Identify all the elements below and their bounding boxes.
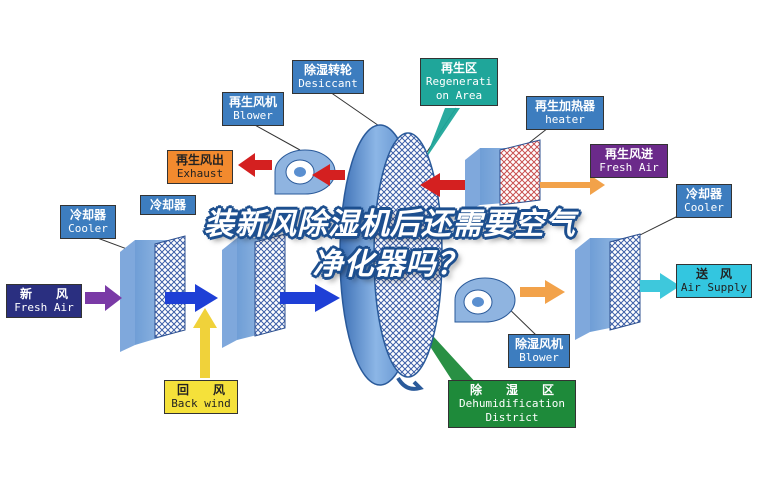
label-regen-area: 再生区 Regenerati on Area <box>420 58 498 106</box>
desiccant-wheel <box>339 124 443 391</box>
label-cooler-left: 冷却器 Cooler <box>60 205 116 239</box>
left-cooler <box>120 235 186 352</box>
label-fresh-air: 新 风 Fresh Air <box>6 284 82 318</box>
label-regen-heater: 再生加热器 heater <box>526 96 604 130</box>
label-regen-blower: 再生风机 Blower <box>222 92 284 126</box>
arrow-back-wind <box>193 308 217 378</box>
label-exhaust: 再生风出 Exhaust <box>167 150 233 184</box>
arrow-blue-2 <box>280 284 340 312</box>
label-back-wind: 回 风 Back wind <box>164 380 238 414</box>
label-cooler-right: 冷却器 Cooler <box>676 184 732 218</box>
label-regen-fresh-air: 再生风进 Fresh Air <box>590 144 668 178</box>
arrow-red-wheel-to-blower <box>312 164 345 186</box>
label-cooler-mid: 冷却器 <box>140 195 196 215</box>
overlay-headline-line1: 装新风除湿机后还需要空气 <box>204 207 576 242</box>
arrow-exhaust <box>238 153 272 177</box>
regen-heater <box>465 139 541 212</box>
arrow-orange-regen-in <box>540 175 605 195</box>
label-dehum-blower: 除湿风机 Blower <box>508 334 570 368</box>
label-air-supply: 送 风 Air Supply <box>676 264 752 298</box>
label-dehum-district: 除 湿 区 Dehumidification District <box>448 380 576 428</box>
arrow-fresh-in <box>85 285 122 311</box>
arrow-blue-1 <box>165 284 218 312</box>
overlay-headline-line2: 净化器吗？ <box>312 247 468 282</box>
regen-blower <box>274 149 336 195</box>
label-desiccant: 除湿转轮 Desiccant <box>292 60 364 94</box>
overlay-headline: 装新风除湿机后还需要空气 净化器吗？ <box>110 205 670 285</box>
regen-region-wedge <box>425 108 460 160</box>
arrow-red-heater-to-wheel <box>420 173 465 197</box>
dehum-blower <box>454 277 516 323</box>
middle-cooler <box>222 233 286 348</box>
arrow-cyan-out <box>640 273 680 299</box>
right-cooler <box>575 233 641 340</box>
arrow-orange-supply <box>520 280 565 304</box>
